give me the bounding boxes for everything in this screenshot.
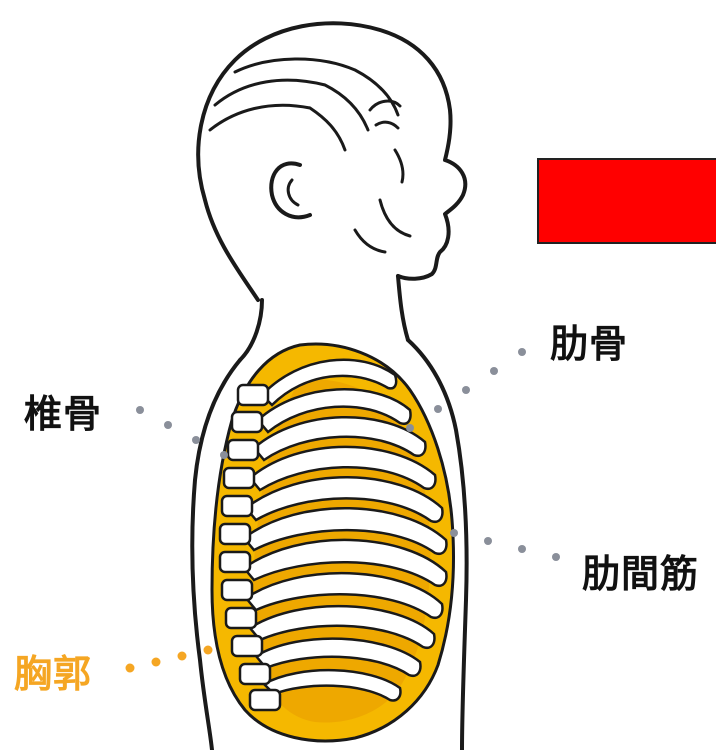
ear-inner	[288, 180, 298, 205]
label-intercostal-muscle: 肋間筋	[582, 555, 699, 593]
ear-outline	[271, 163, 310, 217]
vertebra	[228, 440, 258, 460]
vertebra	[220, 524, 250, 544]
vertebra	[220, 552, 250, 572]
head-outline	[198, 23, 465, 300]
cheek-lines	[355, 200, 410, 252]
vertebra	[232, 412, 262, 432]
label-thorax: 胸郭	[14, 655, 92, 693]
redaction-box	[537, 158, 716, 244]
vertebra	[224, 468, 254, 488]
leader-vertebra	[136, 406, 228, 459]
label-vertebra: 椎骨	[24, 395, 102, 433]
vertebra	[250, 690, 280, 710]
label-rib: 肋骨	[550, 325, 628, 363]
neck-back	[240, 300, 262, 360]
neck-front	[398, 276, 408, 340]
vertebra	[232, 636, 262, 656]
vertebra	[238, 385, 268, 405]
vertebra	[222, 496, 252, 516]
vertebra	[222, 580, 252, 600]
vertebra	[226, 608, 256, 628]
hair-lines	[210, 59, 398, 150]
vertebra	[240, 664, 270, 684]
